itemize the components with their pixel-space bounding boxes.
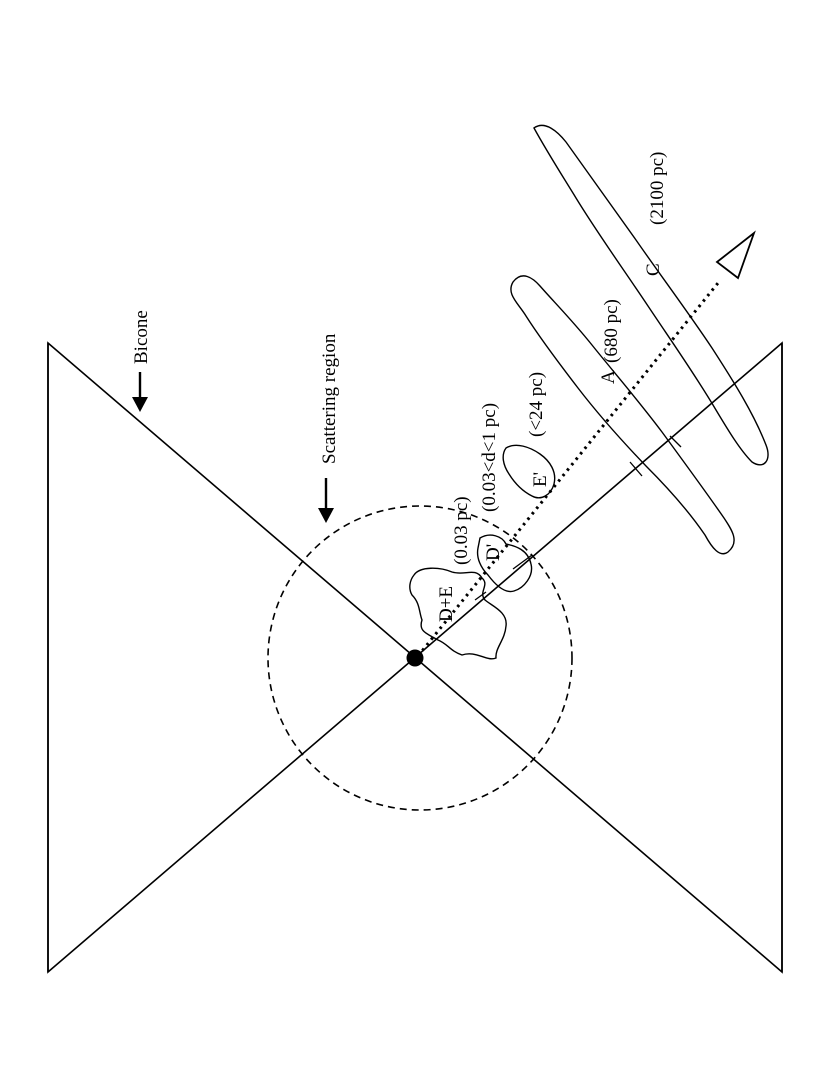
bicone-label: Bicone xyxy=(131,310,152,364)
connector-a xyxy=(629,461,643,477)
observer-eye-icon xyxy=(715,230,756,280)
cloud-c-distance: (2100 pc) xyxy=(647,152,668,225)
connector-c xyxy=(669,435,682,448)
scattering-region-label: Scattering region xyxy=(319,333,340,464)
connector-d xyxy=(512,554,533,570)
cloud-a-label: A xyxy=(598,370,619,384)
scattering-region-circle xyxy=(267,505,573,811)
bicone-arrow xyxy=(132,372,148,412)
cloud-de-distance: (0.03 pc) xyxy=(451,496,472,565)
connector-de xyxy=(474,591,487,601)
scattering-region-arrow xyxy=(318,478,334,523)
cloud-de xyxy=(409,567,507,660)
cloud-e xyxy=(502,444,556,499)
cloud-d xyxy=(476,534,533,593)
bicone xyxy=(47,341,783,974)
cloud-de-label: D+E xyxy=(436,586,457,622)
cloud-e-label: E' xyxy=(530,472,551,487)
cloud-d-label: D' xyxy=(483,544,504,561)
line-of-sight xyxy=(416,282,720,657)
cloud-a xyxy=(510,275,735,555)
cloud-e-distance: (<24 pc) xyxy=(526,372,547,437)
nucleus-dot xyxy=(406,649,424,667)
cloud-d-distance: (0.03<d<1 pc) xyxy=(479,403,500,512)
cloud-c-label: C xyxy=(643,263,664,276)
cloud-c xyxy=(533,124,769,466)
cloud-a-distance: (680 pc) xyxy=(601,299,622,363)
